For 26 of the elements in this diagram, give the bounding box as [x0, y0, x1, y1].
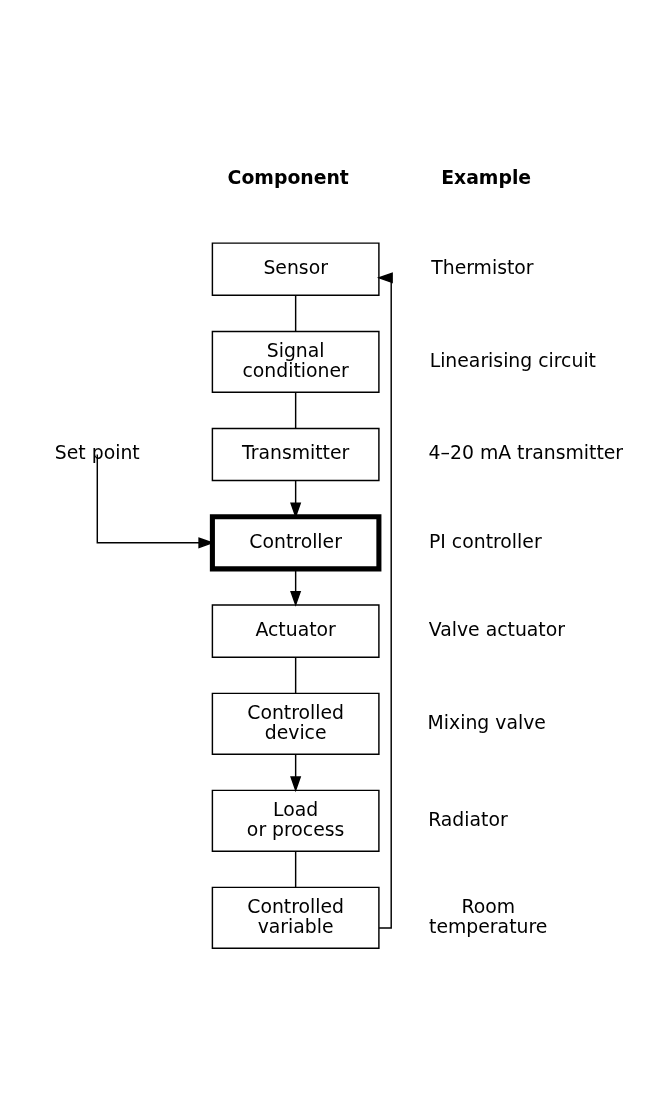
arrow: [376, 272, 393, 929]
node-label: PI controller: [429, 530, 542, 552]
label: Example: [441, 167, 532, 189]
connector: [294, 850, 297, 888]
node-box: Actuator: [211, 604, 380, 658]
node-label: Mixing valve: [427, 711, 546, 733]
label: Component: [227, 167, 349, 189]
node-box: Controlled device: [211, 692, 380, 755]
arrow: [290, 568, 302, 607]
node-label: Linearising circuit: [429, 349, 596, 371]
node-box: Controller: [209, 514, 382, 572]
node-box: Controlled variable: [211, 886, 380, 949]
node-box: Load or process: [211, 789, 380, 852]
node-text: Set point: [54, 442, 140, 464]
node-label: 4–20 mA transmitter: [428, 442, 624, 464]
node-label: Valve actuator: [428, 619, 565, 641]
node-label: Thermistor: [431, 257, 534, 279]
node-box: Signal conditioner: [211, 330, 380, 393]
node-box: Transmitter: [211, 427, 380, 482]
node-label: Room temperature: [429, 895, 548, 937]
connector: [294, 391, 297, 430]
node-label: Radiator: [428, 808, 508, 830]
connector: [294, 656, 297, 694]
node-box: Sensor: [211, 242, 380, 296]
connector: [294, 294, 297, 332]
arrow: [290, 753, 302, 793]
